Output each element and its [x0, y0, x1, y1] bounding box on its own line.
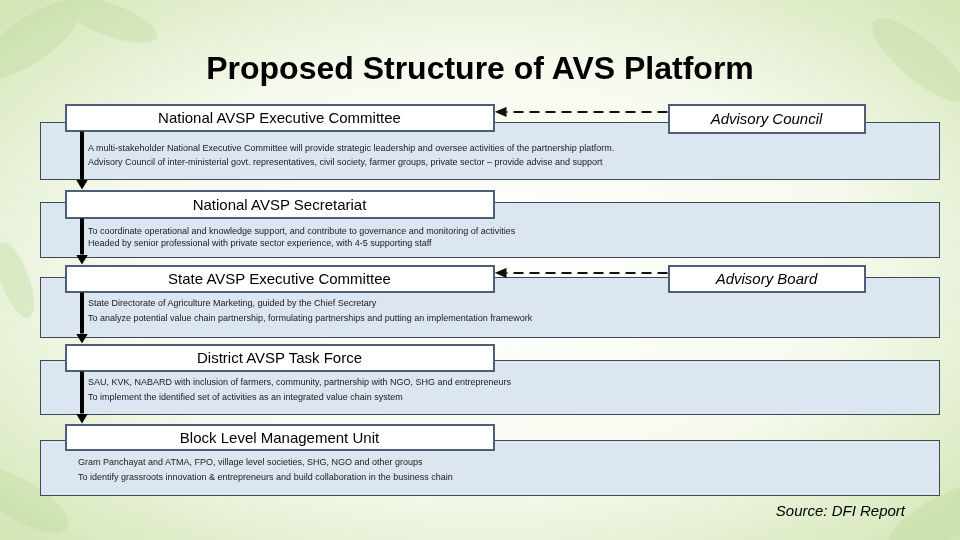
body-text: A multi-stakeholder National Executive C…: [88, 141, 929, 155]
advisory-label: Advisory Board: [716, 270, 818, 287]
leaf: [58, 0, 163, 52]
box-inner: State AVSP Executive Committee: [67, 267, 493, 291]
level-band: A multi-stakeholder National Executive C…: [40, 122, 940, 180]
leaf: [861, 6, 960, 114]
level-band: SAU, KVK, NABARD with inclusion of farme…: [40, 360, 940, 415]
box-inner: Advisory Council: [670, 106, 864, 132]
leaf: [0, 238, 42, 323]
body-text: State Directorate of Agriculture Marketi…: [88, 296, 929, 311]
body-text: To coordinate operational and knowledge …: [88, 225, 929, 237]
source-note: Source: DFI Report: [776, 502, 905, 519]
band-body: Gram Panchayat and ATMA, FPO, village le…: [78, 455, 929, 485]
level-band: To coordinate operational and knowledge …: [40, 202, 940, 258]
box-inner: Advisory Board: [670, 267, 864, 291]
body-text: To analyze potential value chain partner…: [88, 311, 929, 326]
box-heading: District AVSP Task Force: [197, 349, 362, 366]
box-inner: Block Level Management Unit: [67, 426, 493, 449]
body-text: To implement the identified set of activ…: [88, 390, 929, 405]
level-heading-box: Block Level Management Unit: [65, 424, 495, 451]
slide-title: Proposed Structure of AVS Platform: [0, 44, 960, 92]
level-heading-box: National AVSP Executive Committee: [65, 104, 495, 132]
body-text: Advisory Council of inter-ministerial go…: [88, 155, 929, 169]
band-body: SAU, KVK, NABARD with inclusion of farme…: [88, 375, 929, 405]
advisory-box: Advisory Council: [668, 104, 866, 134]
box-heading: National AVSP Executive Committee: [158, 109, 401, 126]
level-band: Gram Panchayat and ATMA, FPO, village le…: [40, 440, 940, 496]
band-body: A multi-stakeholder National Executive C…: [88, 141, 929, 169]
box-heading: Block Level Management Unit: [180, 429, 379, 446]
level-heading-box: National AVSP Secretariat: [65, 190, 495, 219]
box-inner: National AVSP Executive Committee: [67, 106, 493, 130]
band-body: To coordinate operational and knowledge …: [88, 225, 929, 249]
box-heading: National AVSP Secretariat: [193, 196, 367, 213]
advisory-label: Advisory Council: [711, 110, 823, 127]
box-inner: National AVSP Secretariat: [67, 192, 493, 217]
box-heading: State AVSP Executive Committee: [168, 270, 391, 287]
advisory-box: Advisory Board: [668, 265, 866, 293]
band-body: State Directorate of Agriculture Marketi…: [88, 296, 929, 326]
box-inner: District AVSP Task Force: [67, 346, 493, 370]
body-text: Headed by senior professional with priva…: [88, 237, 929, 249]
level-heading-box: State AVSP Executive Committee: [65, 265, 495, 293]
level-heading-box: District AVSP Task Force: [65, 344, 495, 372]
level-band: State Directorate of Agriculture Marketi…: [40, 277, 940, 338]
body-text: Gram Panchayat and ATMA, FPO, village le…: [78, 455, 929, 470]
advisory-arrow: [507, 272, 668, 274]
body-text: SAU, KVK, NABARD with inclusion of farme…: [88, 375, 929, 390]
body-text: To identify grassroots innovation & entr…: [78, 470, 929, 485]
advisory-arrow: [507, 111, 668, 113]
